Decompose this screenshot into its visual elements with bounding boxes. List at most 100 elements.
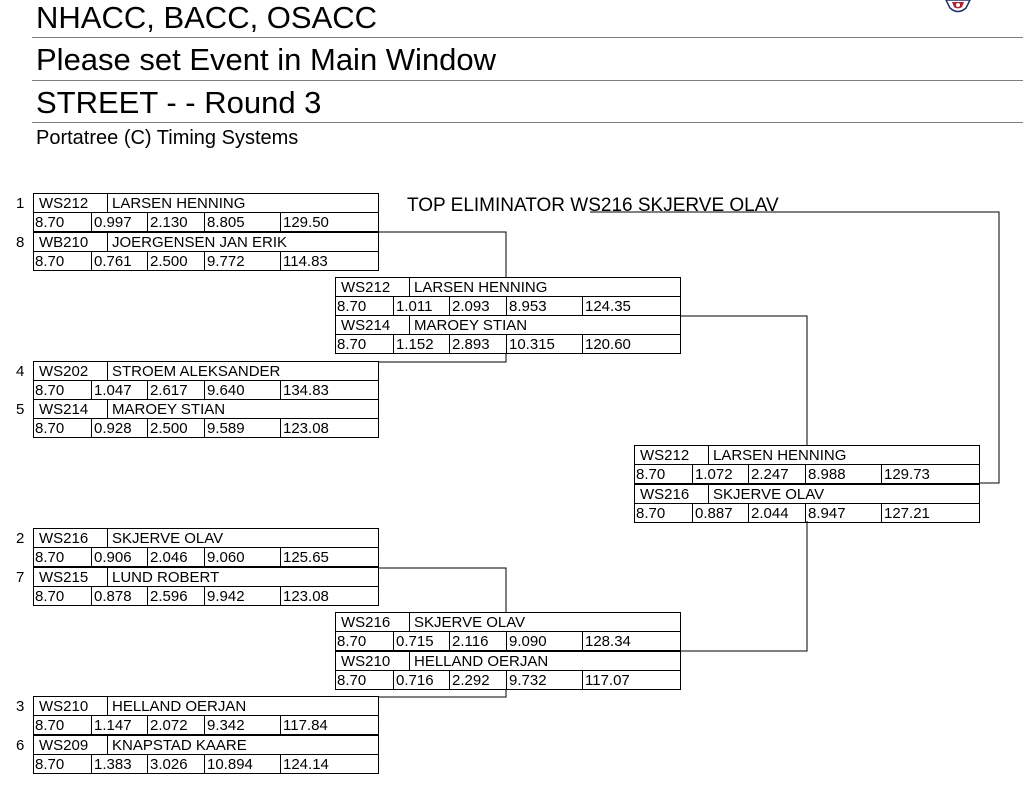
driver-name: LARSEN HENNING	[708, 446, 846, 464]
seed-number: 4	[16, 363, 25, 380]
seed-number: 8	[16, 234, 25, 251]
reaction-time: 0.715	[393, 632, 434, 650]
sixty-foot: 2.072	[147, 716, 188, 734]
event-prompt: Please set Event in Main Window	[36, 42, 497, 77]
car-number: WS202	[39, 363, 89, 380]
elapsed-time: 9.060	[204, 548, 245, 566]
reaction-time: 0.928	[91, 419, 132, 437]
speed: 128.34	[582, 632, 631, 650]
car-number: WS212	[640, 447, 690, 464]
sixty-foot: 2.116	[449, 632, 488, 650]
elapsed-time: 9.640	[204, 381, 245, 399]
round1-entry: WS210 HELLAND OERJAN 8.70 1.147 2.072 9.342 1…	[33, 696, 379, 735]
sixty-foot: 2.617	[147, 381, 188, 399]
header-divider	[32, 80, 1023, 81]
seed-number: 2	[16, 530, 25, 547]
page-title: NHACC, BACC, OSACC	[36, 0, 378, 35]
speed: 117.07	[582, 671, 630, 689]
dial-in: 8.70	[636, 466, 666, 483]
header-divider	[32, 122, 1023, 123]
dial-in: 8.70	[35, 588, 65, 605]
driver-name: JOERGENSEN JAN ERIK	[107, 233, 287, 251]
driver-name: MAROEY STIAN	[107, 400, 225, 418]
driver-name: LARSEN HENNING	[409, 278, 547, 296]
car-number: WS212	[39, 195, 89, 212]
elapsed-time: 10.894	[204, 755, 253, 773]
dial-in: 8.70	[337, 672, 367, 689]
elapsed-time: 9.589	[204, 419, 245, 437]
dial-in: 8.70	[35, 382, 65, 399]
speed: 124.14	[280, 755, 329, 773]
driver-name: SKJERVE OLAV	[107, 529, 223, 547]
dial-in: 8.70	[636, 505, 666, 522]
speed: 114.83	[280, 252, 328, 270]
seed-number: 6	[16, 737, 25, 754]
speed: 129.73	[881, 465, 930, 483]
car-number: WS210	[39, 698, 89, 715]
seed-number: 7	[16, 569, 25, 586]
top-eliminator-label: TOP ELIMINATOR WS216 SKJERVE OLAV	[407, 195, 779, 216]
car-number: WS210	[341, 653, 391, 670]
speed: 120.60	[582, 335, 631, 353]
dial-in: 8.70	[35, 717, 65, 734]
elapsed-time: 9.342	[204, 716, 245, 734]
sixty-foot: 2.500	[147, 252, 188, 270]
elapsed-time: 8.988	[805, 465, 846, 483]
car-number: WS216	[640, 486, 690, 503]
reaction-time: 0.997	[91, 213, 132, 231]
elapsed-time: 8.947	[805, 504, 846, 522]
car-number: WS215	[39, 569, 89, 586]
driver-name: HELLAND OERJAN	[107, 697, 246, 715]
reaction-time: 0.716	[393, 671, 434, 689]
speed: 117.84	[280, 716, 328, 734]
dial-in: 8.70	[337, 336, 367, 353]
driver-name: KNAPSTAD KAARE	[107, 736, 247, 754]
reaction-time: 0.878	[91, 587, 132, 605]
driver-name: STROEM ALEKSANDER	[107, 362, 280, 380]
car-number: WB210	[39, 234, 89, 251]
seed-number: 3	[16, 698, 25, 715]
elapsed-time: 8.953	[506, 297, 547, 315]
elapsed-time: 9.090	[506, 632, 547, 650]
car-number: WS216	[39, 530, 89, 547]
speed: 123.08	[280, 587, 329, 605]
vendor-credit: Portatree (C) Timing Systems	[36, 127, 299, 149]
sixty-foot: 2.044	[748, 504, 789, 522]
seed-number: 5	[16, 401, 25, 418]
round-title: STREET - - Round 3	[36, 85, 322, 120]
dial-in: 8.70	[35, 549, 65, 566]
driver-name: LARSEN HENNING	[107, 194, 245, 212]
dial-in: 8.70	[35, 214, 65, 231]
reaction-time: 1.072	[692, 465, 733, 483]
dial-in: 8.70	[35, 420, 65, 437]
speed: 134.83	[280, 381, 329, 399]
sixty-foot: 2.093	[449, 297, 490, 315]
car-number: WS214	[341, 317, 391, 334]
sixty-foot: 2.500	[147, 419, 188, 437]
driver-name: MAROEY STIAN	[409, 316, 527, 334]
dial-in: 8.70	[337, 633, 367, 650]
seed-number: 1	[16, 195, 25, 212]
elapsed-time: 9.942	[204, 587, 245, 605]
reaction-time: 0.906	[91, 548, 132, 566]
driver-name: LUND ROBERT	[107, 568, 219, 586]
reaction-time: 1.147	[91, 716, 132, 734]
dial-in: 8.70	[337, 298, 367, 315]
driver-name: HELLAND OERJAN	[409, 652, 548, 670]
car-number: WS209	[39, 737, 89, 754]
sixty-foot: 2.292	[449, 671, 490, 689]
speed: 129.50	[280, 213, 329, 231]
speed: 127.21	[881, 504, 930, 522]
